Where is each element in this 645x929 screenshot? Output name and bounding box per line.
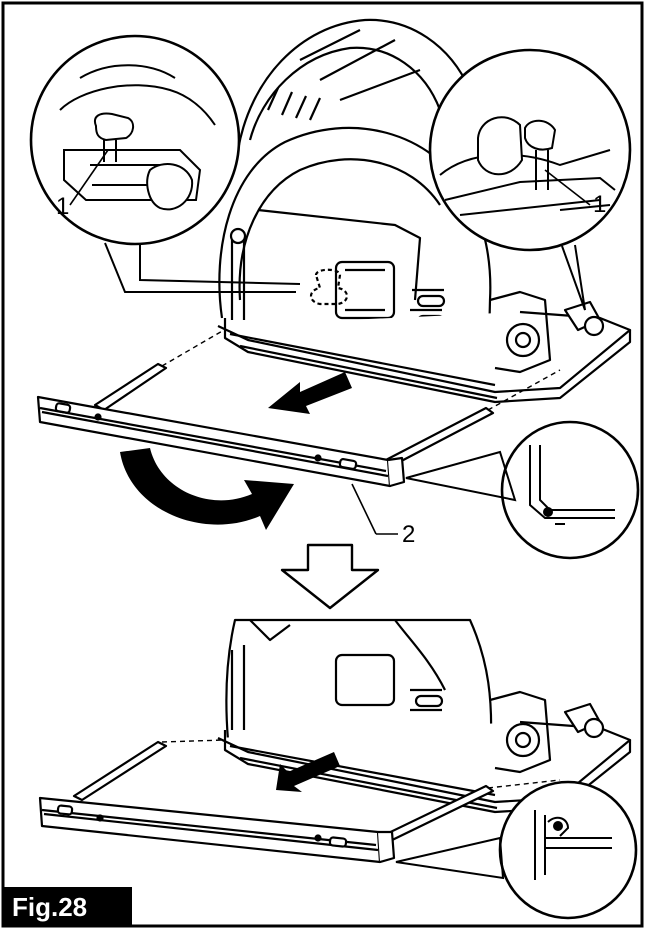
callout-2-leader xyxy=(351,483,377,535)
insert-arrow-icon xyxy=(276,752,340,792)
magnifier-detail-top-leader xyxy=(405,450,517,502)
callout-1-left: 1 xyxy=(56,193,69,220)
magnifier-left-leader xyxy=(104,242,296,293)
transition-down-arrow-icon xyxy=(280,543,380,610)
magnifier-right: 1 xyxy=(428,48,632,252)
alignment-dashes-top xyxy=(161,329,561,411)
rotate-arrow-icon xyxy=(120,448,294,530)
figure-label: Fig.28 xyxy=(4,887,132,927)
callout-1-right: 1 xyxy=(593,191,606,218)
rip-fence-bottom xyxy=(38,740,495,864)
circular-saw-top xyxy=(217,18,632,404)
magnifier-detail-top xyxy=(500,420,640,560)
callout-2: 2 xyxy=(402,521,415,548)
magnifier-detail-bottom-leader xyxy=(395,836,505,880)
removal-arrow-icon xyxy=(268,372,352,414)
magnifier-right-leader xyxy=(561,244,586,311)
alignment-dashes-bottom xyxy=(161,739,561,789)
magnifier-left: 1 xyxy=(29,34,241,246)
rip-fence-top xyxy=(36,362,495,488)
magnifier-detail-bottom xyxy=(498,780,638,920)
